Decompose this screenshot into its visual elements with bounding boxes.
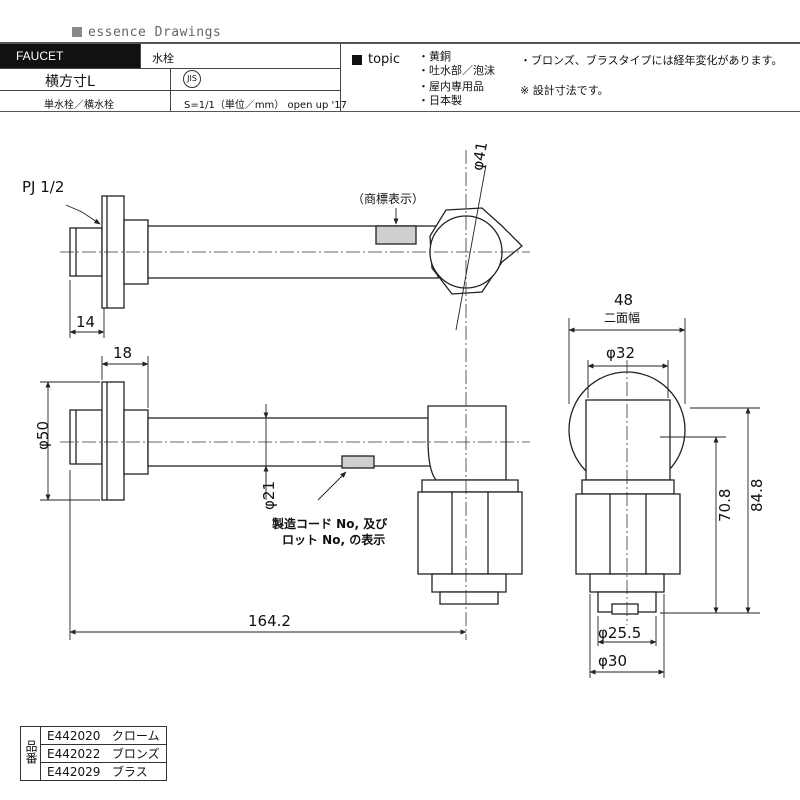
front-aerator-tip xyxy=(439,591,499,605)
dim30-text: φ30 xyxy=(598,652,627,670)
dim32-text: φ32 xyxy=(606,344,635,362)
brand-square-icon xyxy=(72,27,82,37)
jis-mark-icon: JIS xyxy=(183,70,201,88)
part-code: E442020 xyxy=(47,729,101,743)
part-number-label: 品番 xyxy=(20,726,41,781)
header-divider-a xyxy=(140,44,141,68)
part-finish: ブロンズ xyxy=(111,747,160,761)
thread-label: PJ 1/2 xyxy=(22,178,64,196)
code-label-2: ロット No, の表示 xyxy=(282,532,385,547)
front-threaded-stub xyxy=(69,409,103,465)
trademark-marker xyxy=(375,225,417,245)
topic-item-2: ・吐水部／泡沫 xyxy=(418,64,495,77)
table-row: 品番 E442020 クローム xyxy=(20,726,167,781)
flat-note: 二面幅 xyxy=(604,310,640,325)
product-name: 横方寸L xyxy=(45,74,95,90)
part-cell: E442029 ブラス xyxy=(40,762,167,781)
topic-item-4: ・日本製 xyxy=(418,94,462,107)
front-hex-body xyxy=(417,491,523,575)
category-box xyxy=(0,44,140,68)
front-nut-top xyxy=(421,479,519,493)
front-aerator xyxy=(431,573,507,593)
note-1: ・ブロンズ、ブラスタイプには経年変化があります。 xyxy=(520,54,783,67)
header-divider-c xyxy=(340,44,341,111)
dim25-text: φ25.5 xyxy=(598,624,641,642)
topic-item-3: ・屋内専用品 xyxy=(418,80,484,93)
side-outlet xyxy=(611,603,639,615)
part-finish: ブラス xyxy=(111,765,148,779)
dim14-text: 14 xyxy=(76,313,95,331)
side-handle-block xyxy=(585,399,671,481)
sub-type: 単水栓／横水栓 xyxy=(44,100,114,111)
dim50-text: φ50 xyxy=(34,421,52,450)
brand-title: essence Drawings xyxy=(72,25,221,40)
header-bottom-rule xyxy=(0,111,800,112)
dim41-text: φ41 xyxy=(468,140,491,172)
table-row: E442022 ブロンズ xyxy=(21,744,167,763)
dim84-text: 84.8 xyxy=(748,479,766,512)
code-leader xyxy=(317,471,347,501)
trademark-label: （商標表示） xyxy=(352,191,424,206)
table-row: E442029 ブラス xyxy=(21,762,167,781)
dim18-text: 18 xyxy=(113,344,132,362)
part-code: E442022 xyxy=(47,747,101,761)
topic-item-1: ・黄銅 xyxy=(418,50,451,63)
header-top-rule xyxy=(0,42,800,44)
part-cell: E442022 ブロンズ xyxy=(40,744,167,763)
front-elbow xyxy=(427,405,507,481)
part-number-label-text: 品番 xyxy=(24,740,38,764)
dim41-line xyxy=(455,164,487,331)
front-view xyxy=(69,381,523,605)
dim164-text: 164.2 xyxy=(248,612,291,630)
part-cell: E442020 クローム xyxy=(40,726,167,745)
dim48-text: 48 xyxy=(614,291,633,309)
note-2: ※ 設計寸法です。 xyxy=(520,84,609,97)
scale-info: S=1/1（単位／mm） open up '17 xyxy=(184,100,347,111)
part-code: E442029 xyxy=(47,765,101,779)
side-view xyxy=(568,371,686,615)
dim70-text: 70.8 xyxy=(716,489,734,522)
topic-label: topic xyxy=(368,52,401,67)
code-marker xyxy=(341,455,375,469)
header-divider-b xyxy=(170,68,171,111)
category-label: FAUCET xyxy=(16,49,64,63)
side-hex-body xyxy=(575,493,681,575)
side-nut-top xyxy=(581,479,675,495)
topic-square-icon xyxy=(352,55,362,65)
thread-leader xyxy=(65,204,101,225)
part-number-table: 品番 E442020 クローム E442022 ブロンズ E442029 ブラス xyxy=(20,726,167,781)
category-jp: 水栓 xyxy=(152,52,174,65)
code-label-1: 製造コード No, 及び xyxy=(271,516,388,531)
dim21-text: φ21 xyxy=(260,481,278,510)
part-finish: クローム xyxy=(111,729,160,743)
front-flange xyxy=(101,381,125,501)
